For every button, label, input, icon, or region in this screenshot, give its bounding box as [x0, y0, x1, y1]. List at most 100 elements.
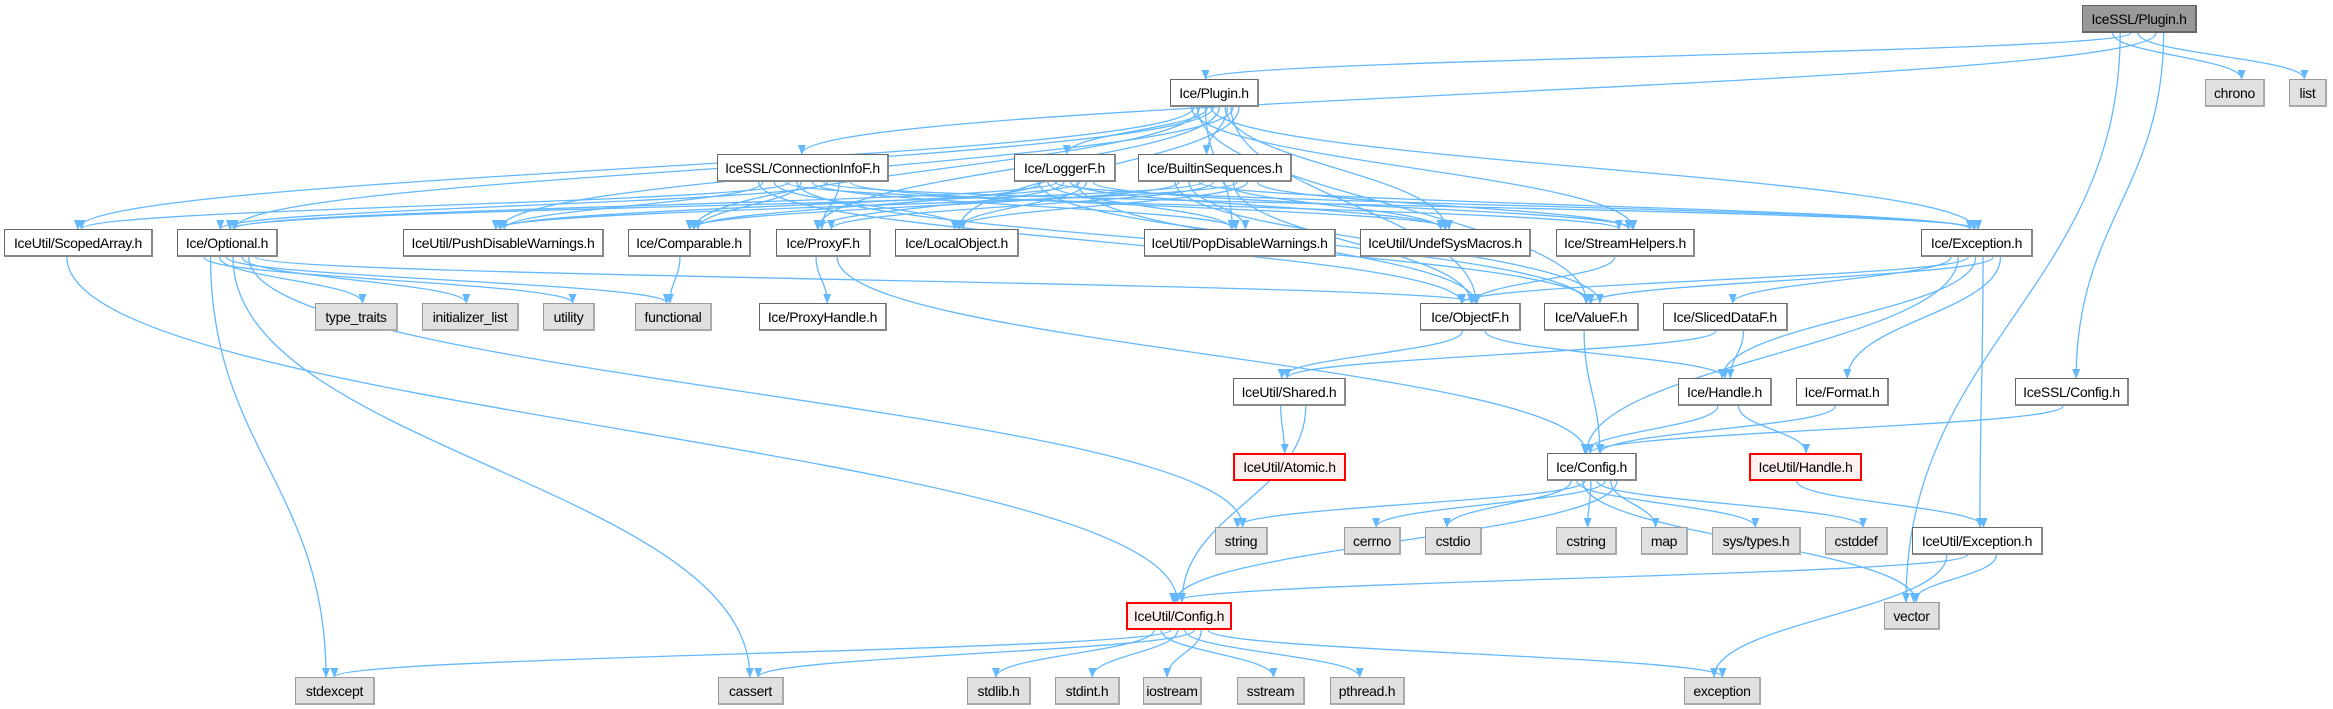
edge-root-to-plugin — [1201, 32, 2132, 80]
graph-node-ice-format-h[interactable]: Ice/Format.h — [1796, 378, 1889, 406]
graph-node-vector: vector — [1884, 602, 1940, 630]
graph-node-iceutil-exception-h[interactable]: IceUtil/Exception.h — [1912, 527, 2043, 555]
graph-node-ice-builtinsequences-h[interactable]: Ice/BuiltinSequences.h — [1138, 154, 1292, 182]
edge-comparable-to-functional — [665, 256, 681, 304]
edge-builtin-to-streamh — [1256, 181, 1633, 230]
graph-node-ice-handle-h[interactable]: Ice/Handle.h — [1678, 378, 1772, 406]
graph-node-iceutil-popdisablewarnings-h[interactable]: IceUtil/PopDisableWarnings.h — [1144, 229, 1336, 257]
graph-node-ice-sliceddataf-h[interactable]: Ice/SlicedDataF.h — [1663, 303, 1788, 331]
edge-iuconfig-to-cassert — [754, 629, 1195, 678]
graph-node-iceutil-scopedarray-h[interactable]: IceUtil/ScopedArray.h — [4, 229, 153, 257]
edge-conninfo-to-scoped — [77, 181, 791, 230]
graph-node-pthread-h: pthread.h — [1330, 677, 1405, 705]
edge-iceconfig-to-cstdio — [1442, 480, 1572, 528]
edge-streamh-to-objectf — [1468, 256, 1616, 304]
graph-node-cstdio: cstdio — [1425, 527, 1482, 555]
graph-node-sys-types-h: sys/types.h — [1712, 527, 1801, 555]
edge-loggerf-to-undef — [1069, 181, 1449, 230]
graph-node-ice-config-h[interactable]: Ice/Config.h — [1547, 453, 1637, 481]
graph-node-exception: exception — [1684, 677, 1761, 705]
graph-node-initializer-list: initializer_list — [422, 303, 519, 331]
edge-sslconfig-to-iceconfig — [1586, 405, 2064, 454]
edge-optional-to-functional — [225, 256, 671, 304]
graph-node-ice-proxyhandle-h[interactable]: Ice/ProxyHandle.h — [759, 303, 887, 331]
edge-loggerf-to-popdis — [1047, 181, 1236, 230]
graph-node-icessl-config-h[interactable]: IceSSL/Config.h — [2015, 378, 2129, 406]
edge-iceconfig-to-cerrno — [1372, 480, 1606, 528]
edge-iuhandle-to-iuexception — [1796, 480, 1988, 528]
graph-node-iostream: iostream — [1143, 677, 1202, 705]
graph-node-functional: functional — [635, 303, 712, 331]
graph-node-cassert: cassert — [718, 677, 784, 705]
graph-node-icessl-plugin-h[interactable]: IceSSL/Plugin.h — [2082, 5, 2197, 33]
edge-exception-to-sliced — [1728, 256, 1952, 304]
graph-node-cstring: cstring — [1556, 527, 1617, 555]
edge-root-to-chrono — [2111, 32, 2246, 80]
edge-iuconfig-to-sstream — [1160, 629, 1278, 678]
edge-handle-to-iuhandle — [1737, 405, 1811, 454]
edge-loggerf-to-streamh — [1092, 181, 1637, 230]
graph-node-iceutil-handle-h[interactable]: IceUtil/Handle.h — [1749, 453, 1862, 481]
edge-conninfo-to-comparable — [693, 181, 802, 230]
edge-builtin-to-objectf — [1232, 181, 1476, 304]
edge-exception-to-valuef — [1587, 256, 1994, 304]
graph-node-ice-proxyf-h[interactable]: Ice/ProxyF.h — [776, 229, 871, 257]
graph-node-iceutil-atomic-h[interactable]: IceUtil/Atomic.h — [1233, 453, 1346, 481]
graph-node-chrono: chrono — [2205, 79, 2265, 107]
edge-iceconfig-to-string — [1233, 480, 1586, 528]
edge-builtin-to-proxyf — [827, 181, 1214, 230]
edge-handle-to-iceconfig — [1580, 405, 1719, 454]
graph-node-ice-exception-h[interactable]: Ice/Exception.h — [1921, 229, 2033, 257]
edge-format-to-iceconfig — [1596, 405, 1836, 454]
edge-iceconfig-to-map — [1610, 480, 1660, 528]
graph-node-iceutil-config-h[interactable]: IceUtil/Config.h — [1126, 602, 1232, 630]
edge-builtin-to-popdis — [1188, 181, 1250, 230]
edge-proxyf-to-iceconfig — [836, 256, 1590, 454]
graph-node-ice-optional-h[interactable]: Ice/Optional.h — [177, 229, 278, 257]
edge-scoped-to-iuconfig — [66, 256, 1182, 603]
graph-node-ice-valuef-h[interactable]: Ice/ValueF.h — [1544, 303, 1639, 331]
edge-objectf-to-handle — [1484, 330, 1729, 379]
graph-node-string: string — [1215, 527, 1268, 555]
edge-optional-to-string — [248, 256, 1247, 528]
edge-iuconfig-to-iostream — [1163, 629, 1202, 678]
edge-root-to-sslconfig — [2072, 32, 2165, 379]
edge-iuexception-to-vector — [1909, 554, 1998, 603]
graph-node-list: list — [2289, 79, 2327, 107]
edge-plugin-to-builtin — [1202, 106, 1228, 155]
graph-node-ice-objectf-h[interactable]: Ice/ObjectF.h — [1420, 303, 1521, 331]
graph-node-ice-streamhelpers-h[interactable]: Ice/StreamHelpers.h — [1556, 229, 1695, 257]
edge-optional-to-utility — [203, 256, 577, 304]
edge-optional-to-stdexcept — [209, 256, 330, 678]
graph-node-utility: utility — [543, 303, 595, 331]
graph-node-cerrno: cerrno — [1344, 527, 1401, 555]
graph-node-sstream: sstream — [1237, 677, 1305, 705]
edge-iceconfig-to-cstddef — [1596, 480, 1867, 528]
graph-node-stdint-h: stdint.h — [1055, 677, 1120, 705]
graph-node-stdlib-h: stdlib.h — [967, 677, 1031, 705]
edge-root-to-vector — [1902, 32, 2121, 603]
graph-node-ice-plugin-h[interactable]: Ice/Plugin.h — [1170, 79, 1259, 107]
edge-iuconfig-to-stdint — [1088, 629, 1179, 678]
edge-valuef-to-iceconfig — [1583, 330, 1604, 454]
edge-builtin-to-exception — [1198, 181, 1974, 230]
graph-node-type-traits: type_traits — [315, 303, 398, 331]
graph-node-icessl-connectioninfof-h[interactable]: IceSSL/ConnectionInfoF.h — [717, 154, 889, 182]
graph-node-iceutil-undefsysmacros-h[interactable]: IceUtil/UndefSysMacros.h — [1360, 229, 1531, 257]
graph-node-stdexcept: stdexcept — [295, 677, 375, 705]
edge-loggerf-to-pushdis — [496, 181, 1081, 230]
edge-optional-to-initlist — [241, 256, 471, 304]
graph-node-ice-loggerf-h[interactable]: Ice/LoggerF.h — [1014, 154, 1116, 182]
edge-proxyf-to-proxyhandle — [815, 256, 832, 304]
graph-node-map: map — [1641, 527, 1688, 555]
graph-node-ice-comparable-h[interactable]: Ice/Comparable.h — [628, 229, 751, 257]
edge-root-to-list — [2137, 32, 2309, 80]
edge-optional-to-cassert — [232, 256, 754, 678]
edge-iuconfig-to-stdexcept — [330, 629, 1172, 678]
graph-node-iceutil-shared-h[interactable]: IceUtil/Shared.h — [1233, 378, 1346, 406]
edge-exception-to-iceconfig — [1582, 256, 1959, 454]
graph-node-ice-localobject-h[interactable]: Ice/LocalObject.h — [895, 229, 1019, 257]
graph-node-iceutil-pushdisablewarnings-h[interactable]: IceUtil/PushDisableWarnings.h — [403, 229, 604, 257]
edge-exception-to-objectf — [1458, 256, 1969, 304]
edge-sliced-to-handle — [1726, 330, 1745, 379]
